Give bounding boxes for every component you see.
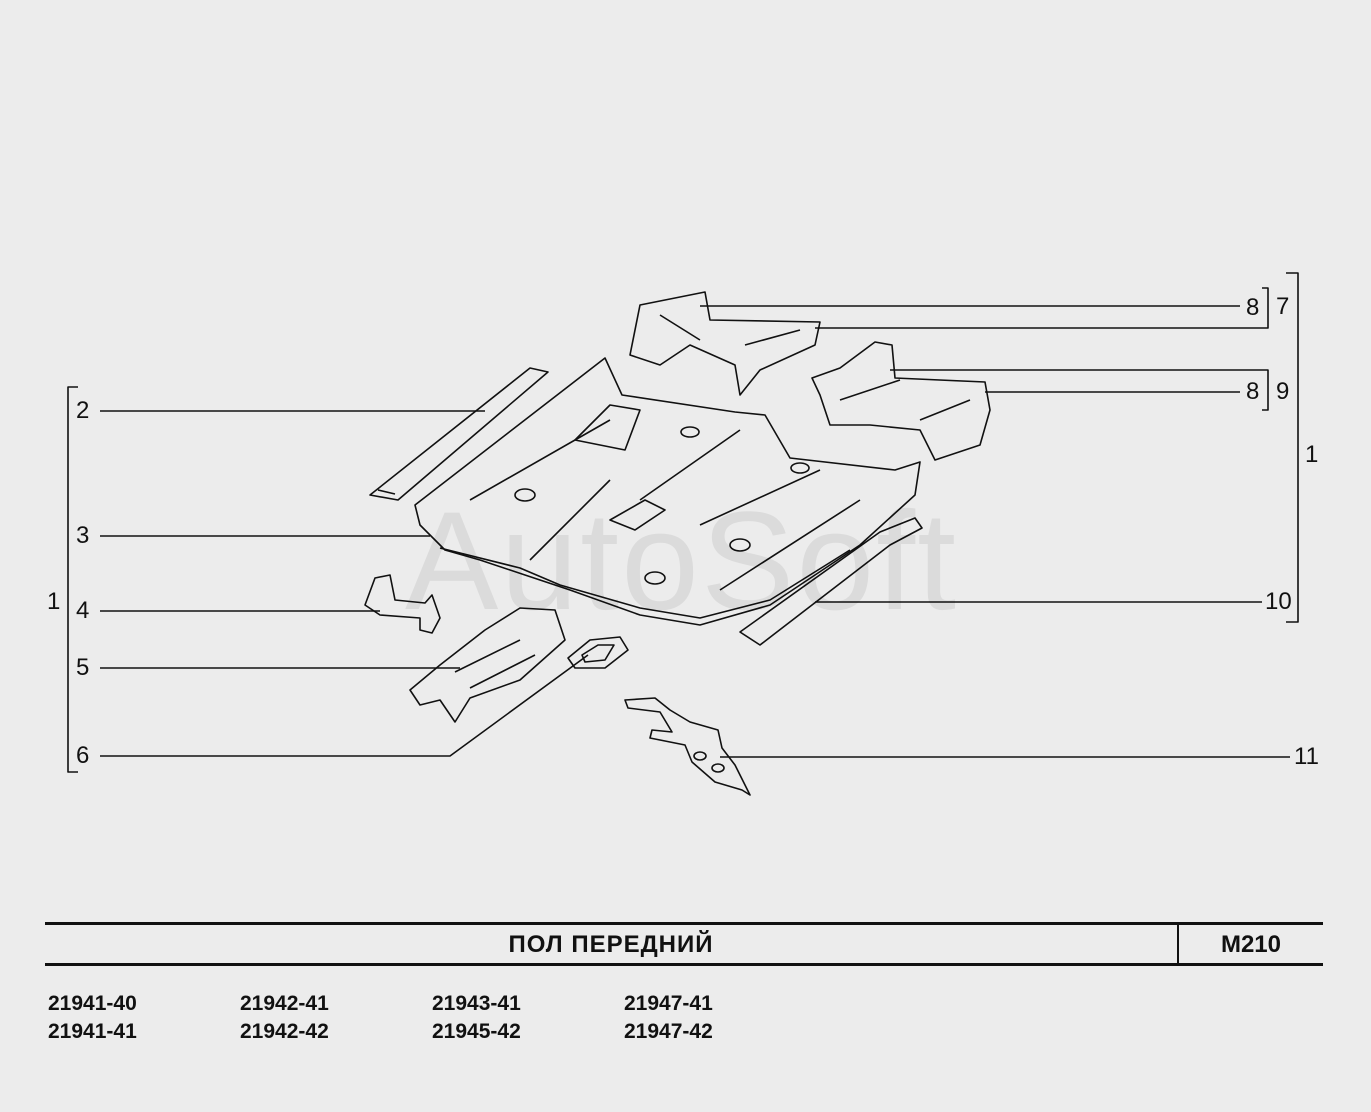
callout-6: 6 [76, 742, 90, 769]
callout-4: 4 [76, 597, 90, 624]
callout-9: 9 [1276, 378, 1290, 405]
model-item: 21942-42 [240, 1020, 329, 1043]
model-item: 21945-42 [432, 1020, 521, 1043]
part-5-tunnel [409, 607, 566, 723]
callout-11: 11 [1294, 743, 1319, 770]
part-11-bracket [624, 697, 751, 796]
callout-5: 5 [76, 654, 90, 681]
part-4-bracket [364, 574, 441, 634]
part-2-strip [369, 367, 549, 501]
parts-diagram [67, 272, 1299, 796]
page-code: М210 [1220, 931, 1282, 958]
model-item: 21943-41 [432, 992, 521, 1015]
model-item: 21941-41 [48, 1020, 137, 1043]
left-group-bracket [67, 386, 78, 773]
model-item: 21941-40 [48, 992, 137, 1015]
right-group-bracket [1286, 272, 1299, 623]
bracket-7 [1262, 287, 1269, 329]
callout-1-right: 1 [1305, 441, 1319, 468]
callout-7: 7 [1276, 293, 1290, 320]
callout-8-mid: 8 [1246, 378, 1260, 405]
part-6-plate [567, 636, 629, 669]
model-item: 21947-42 [624, 1020, 713, 1043]
callout-2: 2 [76, 397, 90, 424]
callout-1-left: 1 [47, 588, 61, 615]
watermark-text: AutoSoft [405, 482, 959, 639]
title-divider [1177, 925, 1179, 963]
bracket-9 [1262, 369, 1269, 411]
part-7-crossmember [629, 291, 821, 396]
title-bar: ПОЛ ПЕРЕДНИЙ М210 [45, 922, 1323, 966]
model-list: 21941-40 21941-41 21942-41 21942-42 2194… [48, 992, 848, 1052]
callout-3: 3 [76, 522, 90, 549]
part-3-floor [414, 357, 921, 626]
page-title: ПОЛ ПЕРЕДНИЙ [508, 931, 714, 958]
callout-10: 10 [1265, 588, 1292, 615]
model-item: 21947-41 [624, 992, 713, 1015]
part-10-sill [739, 517, 923, 646]
model-item: 21942-41 [240, 992, 329, 1015]
leader-6 [100, 654, 589, 757]
part-9-crossmember [811, 341, 991, 461]
callout-8-top: 8 [1246, 294, 1260, 321]
